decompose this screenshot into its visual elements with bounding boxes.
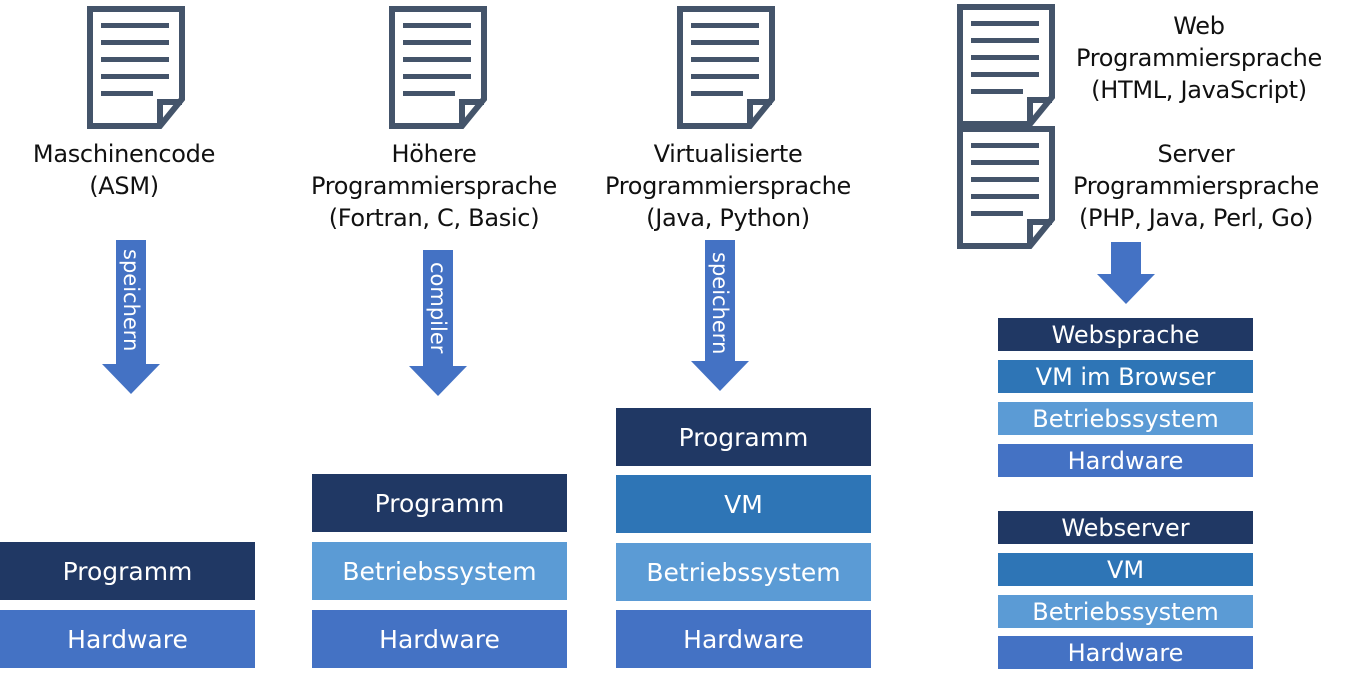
arrow-label: compiler	[426, 262, 450, 354]
stack-programm: Programm	[312, 474, 567, 532]
document-icon	[86, 5, 186, 130]
stack-hardware: Hardware	[0, 610, 255, 668]
arrow-down: compiler	[409, 250, 467, 397]
stack-hardware: Hardware	[312, 610, 567, 668]
document-icon	[956, 125, 1056, 250]
stack-hardware: Hardware	[998, 636, 1253, 669]
caption-hoehere: Höhere Programmiersprache (Fortran, C, B…	[310, 140, 558, 232]
document-icon	[388, 5, 488, 130]
stack-websprache: Websprache	[998, 318, 1253, 351]
document-icon	[956, 3, 1056, 128]
arrow-down: speichern	[102, 240, 160, 395]
arrow-down: speichern	[691, 240, 749, 392]
stack-betriebssystem: Betriebssystem	[998, 595, 1253, 628]
arrow-down	[1097, 242, 1155, 304]
stack-programm: Programm	[616, 408, 871, 466]
caption-server: Server Programmiersprache (PHP, Java, Pe…	[1072, 140, 1320, 232]
arrow-label: speichern	[708, 251, 732, 355]
caption-virtualisierte: Virtualisierte Programmiersprache (Java,…	[604, 140, 852, 232]
stack-webserver: Webserver	[998, 511, 1253, 544]
document-icon	[676, 5, 776, 130]
stack-vm: VM	[616, 475, 871, 533]
caption-maschinencode: Maschinencode (ASM)	[32, 140, 216, 200]
stack-hardware: Hardware	[998, 444, 1253, 477]
stack-vm-im-browser: VM im Browser	[998, 360, 1253, 393]
caption-web: Web Programmiersprache (HTML, JavaScript…	[1075, 12, 1323, 104]
arrow-label: speichern	[119, 248, 143, 352]
stack-betriebssystem: Betriebssystem	[312, 542, 567, 600]
stack-betriebssystem: Betriebssystem	[998, 402, 1253, 435]
stack-betriebssystem: Betriebssystem	[616, 543, 871, 601]
stack-programm: Programm	[0, 542, 255, 600]
stack-hardware: Hardware	[616, 610, 871, 668]
stack-vm: VM	[998, 553, 1253, 586]
